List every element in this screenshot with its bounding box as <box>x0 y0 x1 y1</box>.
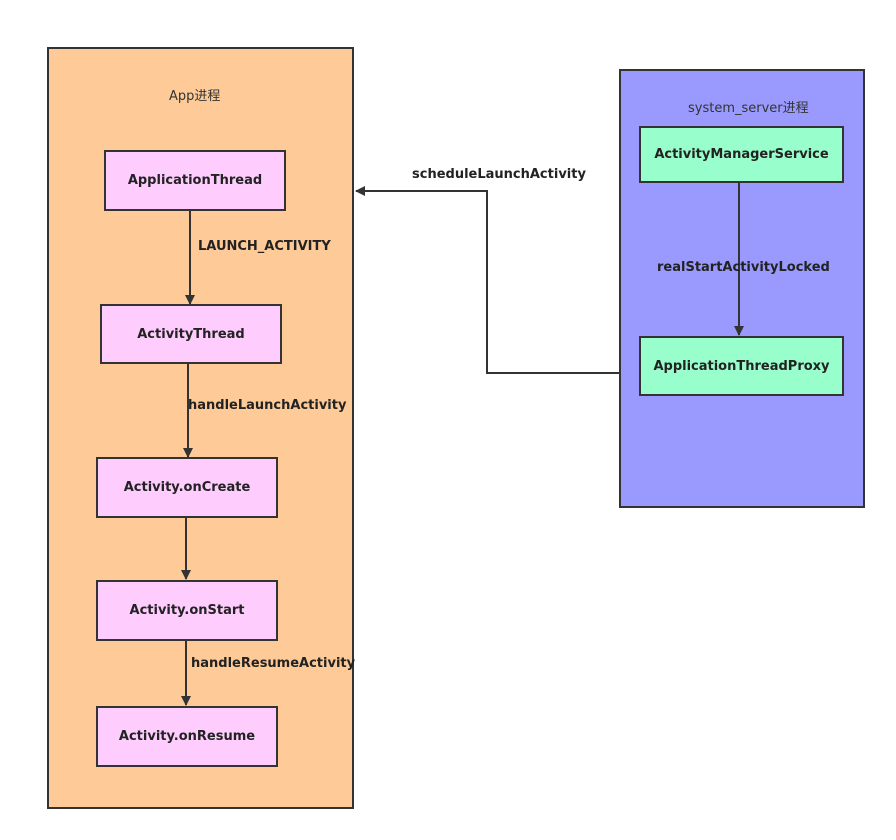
system-server-process-title: system_server进程 <box>688 101 809 116</box>
activity-on-create-node[interactable]: Activity.onCreate <box>96 457 278 518</box>
activity-thread-node[interactable]: ActivityThread <box>100 304 282 364</box>
application-thread-proxy-node[interactable]: ApplicationThreadProxy <box>639 336 844 396</box>
app-process-title: App进程 <box>169 89 221 104</box>
edge-system-to-app-schedule-launch <box>355 186 619 374</box>
activity-on-resume-node[interactable]: Activity.onResume <box>96 706 278 767</box>
handle-resume-activity-label: handleResumeActivity <box>191 656 356 671</box>
activity-on-start-node[interactable]: Activity.onStart <box>96 580 278 641</box>
real-start-activity-locked-label: realStartActivityLocked <box>657 260 830 275</box>
handle-launch-activity-label: handleLaunchActivity <box>188 398 347 413</box>
application-thread-node[interactable]: ApplicationThread <box>104 150 286 211</box>
schedule-launch-activity-label: scheduleLaunchActivity <box>412 167 586 182</box>
activity-manager-service-node[interactable]: ActivityManagerService <box>639 126 844 183</box>
launch-activity-label: LAUNCH_ACTIVITY <box>198 239 331 254</box>
